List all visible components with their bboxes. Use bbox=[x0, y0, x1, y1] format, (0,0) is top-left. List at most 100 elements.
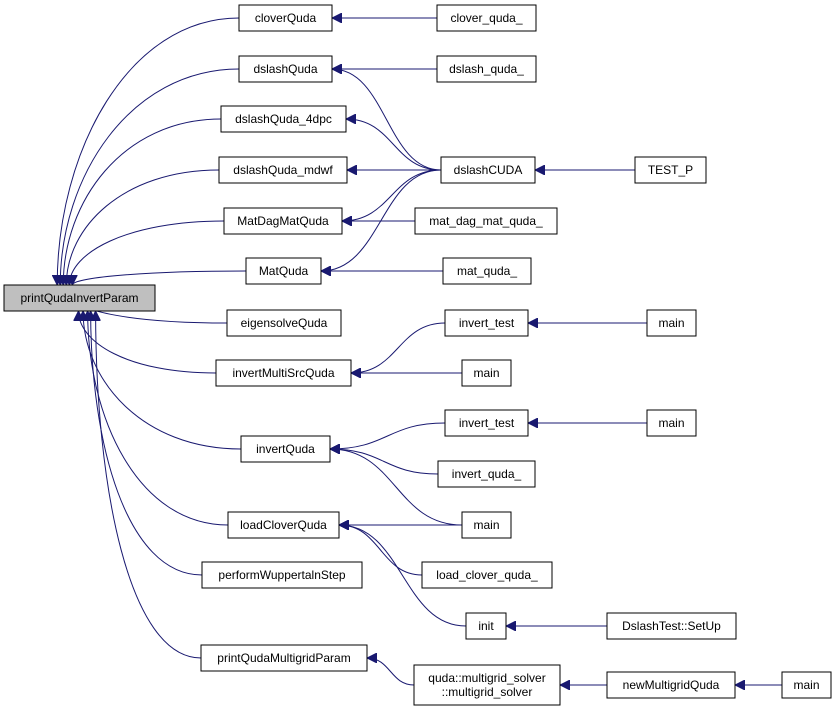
node-dslashquda-mdwf[interactable]: dslashQuda_mdwf bbox=[218, 156, 348, 184]
node-printqudamultigridparam[interactable]: printQudaMultigridParam bbox=[200, 644, 368, 672]
node-performwuppertalnstep[interactable]: performWuppertalnStep bbox=[201, 561, 363, 589]
node-main-2[interactable]: main bbox=[461, 359, 512, 387]
node-label: DslashTest::SetUp bbox=[622, 619, 721, 633]
node-main-1[interactable]: main bbox=[646, 309, 697, 337]
node-matdagmatquda[interactable]: MatDagMatQuda bbox=[223, 207, 343, 235]
edge-init-to-loadcloverquda bbox=[339, 525, 467, 627]
node-label: invertQuda bbox=[256, 442, 315, 456]
node-box bbox=[240, 435, 331, 463]
node-box bbox=[440, 156, 536, 184]
node-box bbox=[245, 257, 322, 285]
node-box bbox=[421, 561, 553, 589]
node-eigensolvequda[interactable]: eigensolveQuda bbox=[226, 309, 342, 337]
node-box bbox=[218, 156, 348, 184]
node-label: dslash_quda_ bbox=[449, 62, 524, 76]
node-invert-quda[interactable]: invert_quda_ bbox=[437, 460, 536, 488]
node-box bbox=[238, 4, 333, 32]
node-box bbox=[227, 511, 340, 539]
node-box bbox=[444, 309, 529, 337]
node-label: MatQuda bbox=[259, 264, 309, 278]
node-box bbox=[634, 156, 707, 184]
node-label: load_clover_quda_ bbox=[436, 568, 538, 582]
node-box bbox=[606, 612, 737, 640]
edge-multigrid-solver-to-printqudamultigridparam bbox=[367, 658, 415, 686]
node-label: cloverQuda bbox=[255, 11, 317, 25]
edge-main-4-to-invertquda bbox=[330, 449, 463, 526]
node-box bbox=[646, 409, 697, 437]
node-box bbox=[414, 207, 558, 235]
node-main-4[interactable]: main bbox=[461, 511, 512, 539]
edge-invert-test-1-to-invertmultisrcquda bbox=[351, 322, 446, 373]
node-test-p[interactable]: TEST_P bbox=[634, 156, 707, 184]
node-label: invertMultiSrcQuda bbox=[232, 366, 334, 380]
node-dslashquda-4dpc[interactable]: dslashQuda_4dpc bbox=[220, 105, 347, 133]
node-box bbox=[200, 644, 368, 672]
node-matquda[interactable]: MatQuda bbox=[245, 257, 322, 285]
edge-printqudamultigridparam-to-printqudainvertparam bbox=[96, 311, 202, 659]
node-label: printQudaMultigridParam bbox=[217, 651, 350, 665]
node-invertmultisrcquda[interactable]: invertMultiSrcQuda bbox=[215, 359, 352, 387]
node-label: main bbox=[793, 678, 819, 692]
node-box bbox=[437, 460, 536, 488]
node-clover-quda[interactable]: clover_quda_ bbox=[436, 4, 537, 32]
node-label: MatDagMatQuda bbox=[237, 214, 329, 228]
node-label: invert_test bbox=[459, 316, 515, 330]
node-box bbox=[646, 309, 697, 337]
node-label: main bbox=[473, 366, 499, 380]
node-label: TEST_P bbox=[648, 163, 693, 177]
node-invert-test-1[interactable]: invert_test bbox=[444, 309, 529, 337]
node-cloverquda[interactable]: cloverQuda bbox=[238, 4, 333, 32]
node-box bbox=[223, 207, 343, 235]
node-mat-dag-mat-quda[interactable]: mat_dag_mat_quda_ bbox=[414, 207, 558, 235]
node-label: init bbox=[478, 619, 494, 633]
node-label: invert_quda_ bbox=[452, 467, 522, 481]
node-loadcloverquda[interactable]: loadCloverQuda bbox=[227, 511, 340, 539]
edge-cloverquda-to-printqudainvertparam bbox=[57, 17, 240, 285]
node-label: eigensolveQuda bbox=[241, 316, 328, 330]
node-label: dslashQuda_mdwf bbox=[233, 163, 333, 177]
node-label: dslashQuda_4dpc bbox=[235, 112, 332, 126]
node-label: mat_quda_ bbox=[457, 264, 517, 278]
edge-matdagmatquda-to-printqudainvertparam bbox=[69, 220, 225, 285]
node-multigrid-solver[interactable]: quda::multigrid_solver::multigrid_solver bbox=[413, 664, 561, 706]
node-box bbox=[238, 55, 333, 83]
node-load-clover-quda[interactable]: load_clover_quda_ bbox=[421, 561, 553, 589]
node-box bbox=[436, 4, 537, 32]
node-label: quda::multigrid_solver bbox=[428, 671, 545, 685]
node-invertquda[interactable]: invertQuda bbox=[240, 435, 331, 463]
node-invert-test-2[interactable]: invert_test bbox=[444, 409, 529, 437]
node-box bbox=[215, 359, 352, 387]
node-box bbox=[226, 309, 342, 337]
node-printqudainvertparam[interactable]: printQudaInvertParam bbox=[3, 284, 156, 312]
node-dslashquda[interactable]: dslashQuda bbox=[238, 55, 333, 83]
edge-invert-quda-to-invertquda bbox=[330, 449, 439, 475]
node-label: printQudaInvertParam bbox=[20, 291, 138, 305]
edge-dslashquda-mdwf-to-printqudainvertparam bbox=[66, 169, 220, 285]
node-dslashcuda[interactable]: dslashCUDA bbox=[440, 156, 536, 184]
node-label: mat_dag_mat_quda_ bbox=[429, 214, 543, 228]
node-box bbox=[781, 671, 832, 699]
node-main-5[interactable]: main bbox=[781, 671, 832, 699]
node-box bbox=[220, 105, 347, 133]
node-box bbox=[465, 612, 507, 640]
node-box bbox=[606, 671, 736, 699]
node-main-3[interactable]: main bbox=[646, 409, 697, 437]
node-box bbox=[201, 561, 363, 589]
edge-dslashcuda-to-dslashquda-4dpc bbox=[346, 119, 442, 171]
node-box bbox=[442, 257, 532, 285]
node-dslashtest-setup[interactable]: DslashTest::SetUp bbox=[606, 612, 737, 640]
node-dslash-quda[interactable]: dslash_quda_ bbox=[436, 55, 537, 83]
node-label: dslashCUDA bbox=[454, 163, 523, 177]
node-init[interactable]: init bbox=[465, 612, 507, 640]
nodes-layer: printQudaInvertParam cloverQuda clover_qud… bbox=[3, 4, 832, 706]
node-mat-quda[interactable]: mat_quda_ bbox=[442, 257, 532, 285]
edges-layer bbox=[57, 17, 783, 686]
node-label: loadCloverQuda bbox=[240, 518, 327, 532]
node-label: main bbox=[658, 316, 684, 330]
edge-dslashquda-to-printqudainvertparam bbox=[60, 68, 240, 285]
node-box bbox=[413, 664, 561, 706]
node-newmultigridquda[interactable]: newMultigridQuda bbox=[606, 671, 736, 699]
edge-loadcloverquda-to-printqudainvertparam bbox=[88, 311, 229, 526]
node-label: clover_quda_ bbox=[450, 11, 522, 25]
